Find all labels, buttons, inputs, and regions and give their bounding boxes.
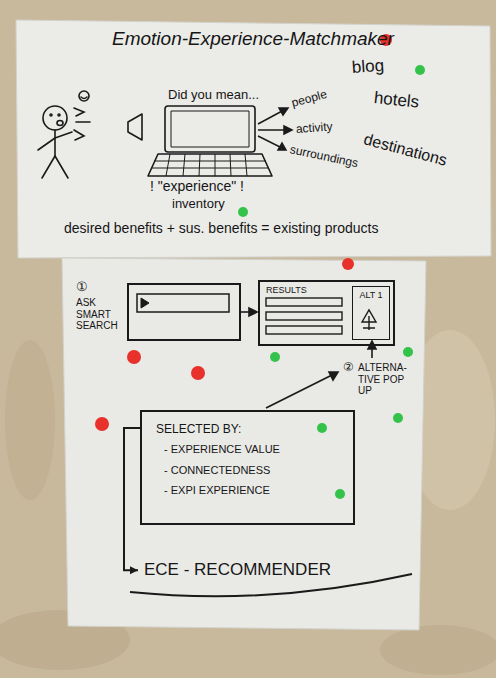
figure-arm xyxy=(38,138,55,150)
step-label: ASK SMART SEARCH xyxy=(76,297,126,332)
node-heading: ALT 1 xyxy=(355,290,387,301)
green-dot xyxy=(270,352,280,362)
alt-picture xyxy=(362,310,376,330)
recommender-title: ECE - RECOMMENDER xyxy=(140,558,400,582)
figure-leg xyxy=(42,156,55,178)
figure-head xyxy=(43,106,67,130)
result-bar xyxy=(266,326,342,334)
vote-dots xyxy=(95,34,425,499)
arrow-line xyxy=(258,136,282,148)
screen-outline xyxy=(128,284,240,340)
output-label: hotels xyxy=(373,88,420,112)
green-dot xyxy=(335,489,345,499)
cursor-symbol xyxy=(141,298,149,308)
formula-text: desired benefits + sus. benefits = exist… xyxy=(64,220,378,236)
results-screen: RESULTSALT 1 xyxy=(258,280,395,346)
wall-stain xyxy=(5,340,55,500)
node-text: - CONNECTEDNESS xyxy=(156,464,339,477)
results-sketch xyxy=(266,298,376,334)
category-label: surroundings xyxy=(289,143,360,171)
note-text: ! "experience" ! xyxy=(150,178,244,194)
green-dot xyxy=(238,207,248,217)
top-sheet xyxy=(16,20,491,258)
red-dot xyxy=(191,366,205,380)
alternative-box: ALT 1 xyxy=(352,286,390,340)
connector-line xyxy=(124,428,140,570)
red-dot xyxy=(95,417,109,431)
category-label: activity xyxy=(296,120,334,136)
laptop-sketch xyxy=(128,106,272,176)
sound-mark xyxy=(74,108,84,116)
node-heading: ECE - RECOMMENDER xyxy=(144,560,396,580)
arrow-head xyxy=(249,308,257,316)
arrow-head xyxy=(278,143,286,150)
arrow-head xyxy=(329,372,338,380)
result-bar xyxy=(266,298,342,306)
node-heading: SELECTED BY: xyxy=(156,422,339,436)
stick-figure xyxy=(38,91,90,178)
note-text: inventory xyxy=(172,197,225,212)
laptop-display xyxy=(171,111,249,147)
smiley-mouth xyxy=(81,97,87,99)
node-text: - EXPI EXPERIENCE xyxy=(156,484,339,497)
laptop-base xyxy=(148,154,272,176)
figure-eye xyxy=(50,114,52,116)
green-dot xyxy=(415,65,425,75)
category-arrows xyxy=(258,108,292,150)
search-screen xyxy=(128,284,240,340)
callout-number: ② xyxy=(343,361,354,375)
speech-text: Did you mean... xyxy=(168,88,259,103)
figure-arm xyxy=(55,132,72,138)
wall-stain xyxy=(380,625,496,675)
smiley-symbol xyxy=(79,91,89,101)
green-dot xyxy=(317,423,327,433)
connector xyxy=(124,428,140,574)
flow-arrows xyxy=(241,308,376,408)
figure-body xyxy=(54,130,56,156)
figure-leg xyxy=(55,156,68,178)
ear-symbol xyxy=(128,114,142,140)
red-dot xyxy=(342,258,354,270)
keyboard-grid xyxy=(151,154,269,176)
diagram-title: Emotion-Experience-Matchmaker xyxy=(112,28,394,50)
figure-eye xyxy=(58,114,60,116)
category-label: people xyxy=(290,88,328,111)
arrow-head xyxy=(130,566,138,574)
laptop-screen xyxy=(165,106,255,152)
arrow-head xyxy=(279,108,288,115)
arrow-line xyxy=(266,375,332,408)
arrow-line xyxy=(258,110,284,124)
arrow-head xyxy=(284,126,292,134)
bottom-sheet xyxy=(62,258,426,630)
callout-number: ① xyxy=(76,280,88,295)
red-dot xyxy=(127,350,141,364)
step-label: ALTERNA-TIVE POP UP xyxy=(358,362,416,397)
green-dot xyxy=(403,347,413,357)
node-text: - EXPERIENCE VALUE xyxy=(156,443,339,456)
output-label: blog xyxy=(351,56,384,78)
sound-mark xyxy=(76,121,90,123)
result-bar xyxy=(266,312,342,320)
output-label: destinations xyxy=(362,130,449,170)
figure-mouth xyxy=(57,121,63,126)
sound-mark xyxy=(74,130,84,140)
green-dot xyxy=(393,413,403,423)
criteria-box: SELECTED BY: - EXPERIENCE VALUE - CONNECTE… xyxy=(140,410,355,525)
search-bar xyxy=(137,294,229,312)
